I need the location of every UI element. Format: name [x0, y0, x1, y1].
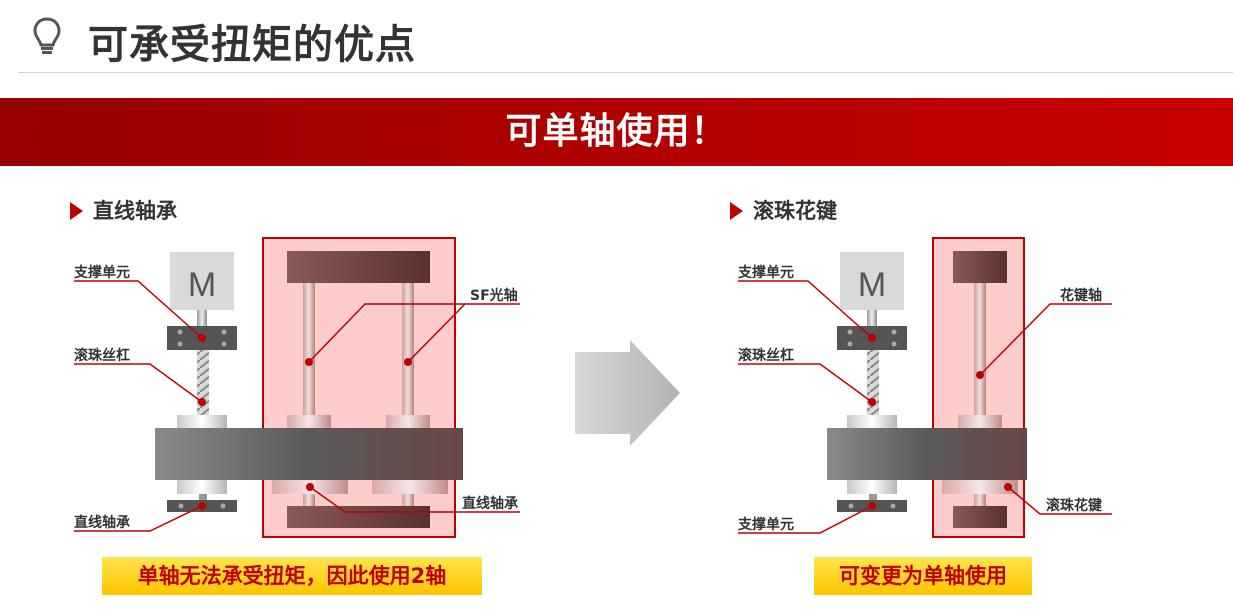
linear-bearing-top-2: [386, 415, 430, 429]
sf-shaft-1: [303, 283, 315, 415]
top-block: [953, 251, 1007, 283]
label-ball-screw: 滚珠丝杠: [738, 348, 794, 364]
leader-lines: [74, 280, 520, 532]
ball-nut-collar: [847, 415, 897, 429]
section-title-linear-bearing: 直线轴承: [70, 195, 177, 225]
moving-table: [827, 428, 1027, 480]
ball-spline-top: [958, 415, 1002, 429]
label-sf-shaft: SF光轴: [470, 288, 518, 304]
page-header: 可承受扭矩的优点: [18, 0, 1233, 73]
section-title-label: 直线轴承: [93, 199, 177, 223]
linear-bearing-top-1: [287, 415, 331, 429]
page-title: 可承受扭矩的优点: [88, 22, 416, 68]
label-linear-bearing-right: 直线轴承: [462, 496, 518, 512]
bottom-block: [953, 506, 1007, 528]
note-right: 可变更为单轴使用: [814, 557, 1032, 595]
label-spline-shaft: 花键轴: [1060, 288, 1102, 304]
lightbulb-icon: [33, 17, 61, 54]
triangle-bullet-icon: [730, 202, 743, 220]
motor-label: M: [858, 266, 886, 304]
label-support-unit-top: 支撑单元: [74, 265, 130, 281]
linear-bearing-bottom-2: [372, 480, 448, 494]
ball-nut-collar: [177, 415, 227, 429]
label-ball-spline: 滚珠花键: [1046, 498, 1102, 514]
spline-shaft: [974, 283, 986, 415]
label-linear-bearing-left: 直线轴承: [74, 515, 130, 531]
arrow-right-icon: [575, 340, 680, 446]
right-diagram: M: [738, 237, 1112, 538]
bottom-plate: [287, 506, 430, 528]
motor-shaft: [867, 310, 877, 328]
label-ball-screw: 滚珠丝杠: [74, 348, 130, 364]
note-left: 单轴无法承受扭矩，因此使用2轴: [102, 557, 482, 595]
moving-table: [155, 428, 463, 480]
top-plate: [287, 251, 430, 283]
left-diagram: M: [74, 237, 520, 538]
leader-dots: [868, 334, 1012, 510]
triangle-bullet-icon: [70, 202, 83, 220]
motor-label: M: [188, 266, 216, 304]
sf-shaft-2: [402, 283, 414, 415]
motor-box: [170, 252, 234, 310]
collar-bottom: [847, 480, 897, 494]
banner: 可单轴使用！: [0, 98, 1233, 166]
collar-bottom: [177, 480, 227, 494]
leader-dots: [198, 334, 412, 510]
label-support-unit-bottom: 支撑单元: [738, 517, 794, 533]
ball-spline-bottom: [942, 480, 1018, 494]
label-support-unit-top: 支撑单元: [738, 265, 794, 281]
section-title-label: 滚珠花键: [753, 199, 837, 223]
section-title-ball-spline: 滚珠花键: [730, 195, 837, 225]
motor-shaft: [197, 310, 207, 328]
motor-box: [840, 252, 904, 310]
leader-lines: [738, 280, 1112, 534]
